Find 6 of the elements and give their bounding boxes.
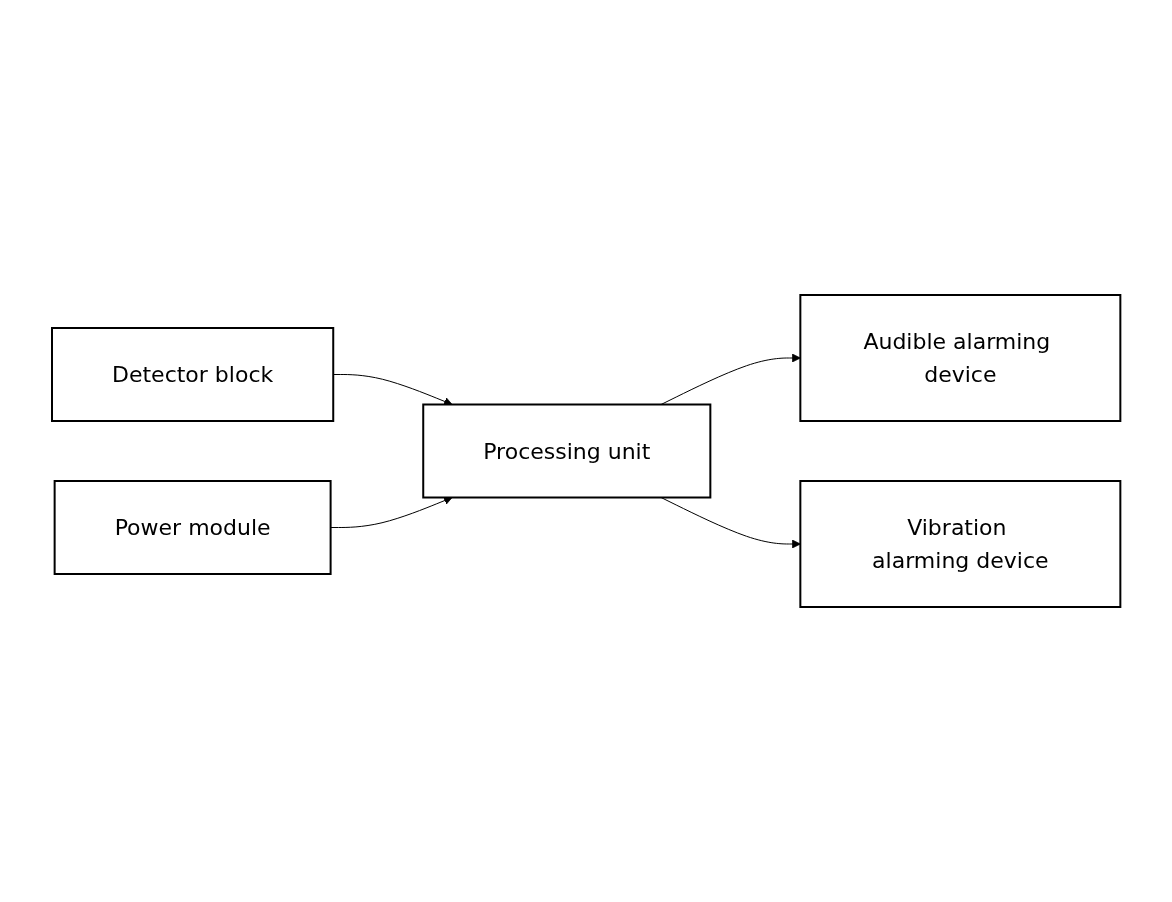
node-box: Detector block	[50, 327, 335, 422]
node-box: Audible alarming device	[799, 294, 1122, 422]
node-box: Processing unit	[422, 403, 712, 499]
node-box: Vibration alarming device	[799, 480, 1122, 608]
node-box: Power module	[53, 480, 332, 575]
arrow	[660, 353, 801, 405]
